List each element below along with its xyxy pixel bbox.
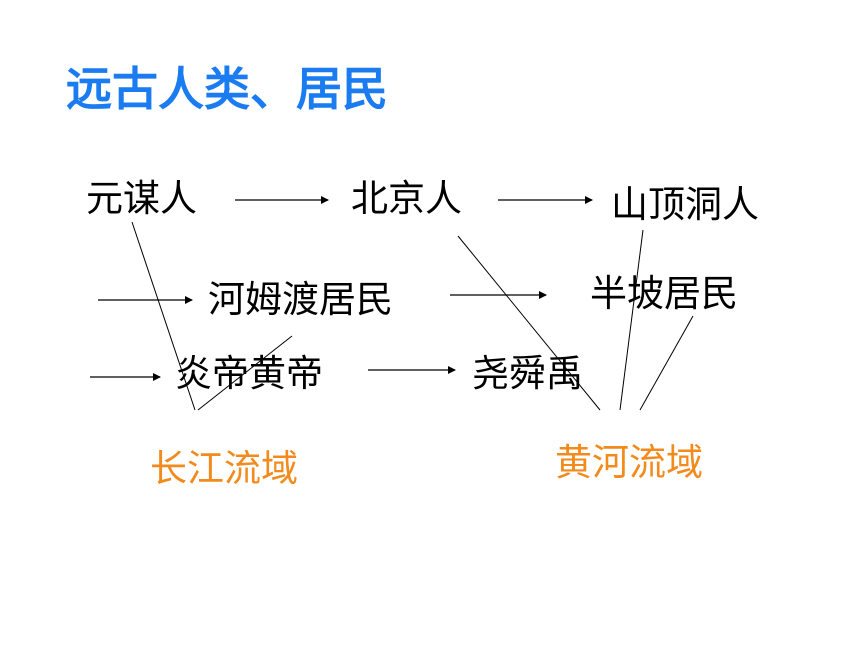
connector-shanding-yellow bbox=[619, 229, 644, 411]
connector-hemudu-yangtze bbox=[197, 335, 293, 411]
node-yao-shun-yu: 尧舜禹 bbox=[472, 352, 583, 395]
slide-title: 远古人类、居民 bbox=[66, 62, 388, 116]
connector-beijing-yellow bbox=[457, 235, 601, 411]
node-yuanmou: 元谋人 bbox=[86, 177, 197, 220]
node-shanding: 山顶洞人 bbox=[611, 183, 759, 226]
region-yellow-river: 黄河流域 bbox=[555, 441, 703, 484]
node-hemudu: 河姆渡居民 bbox=[208, 278, 393, 321]
connector-yuanmou-yangtze bbox=[131, 221, 196, 411]
node-yandi-huangdi: 炎帝黄帝 bbox=[175, 352, 323, 395]
node-beijing: 北京人 bbox=[351, 177, 462, 220]
connector-banpo-yellow bbox=[639, 315, 694, 411]
region-yangtze: 长江流域 bbox=[150, 447, 298, 490]
node-banpo: 半坡居民 bbox=[590, 272, 738, 315]
